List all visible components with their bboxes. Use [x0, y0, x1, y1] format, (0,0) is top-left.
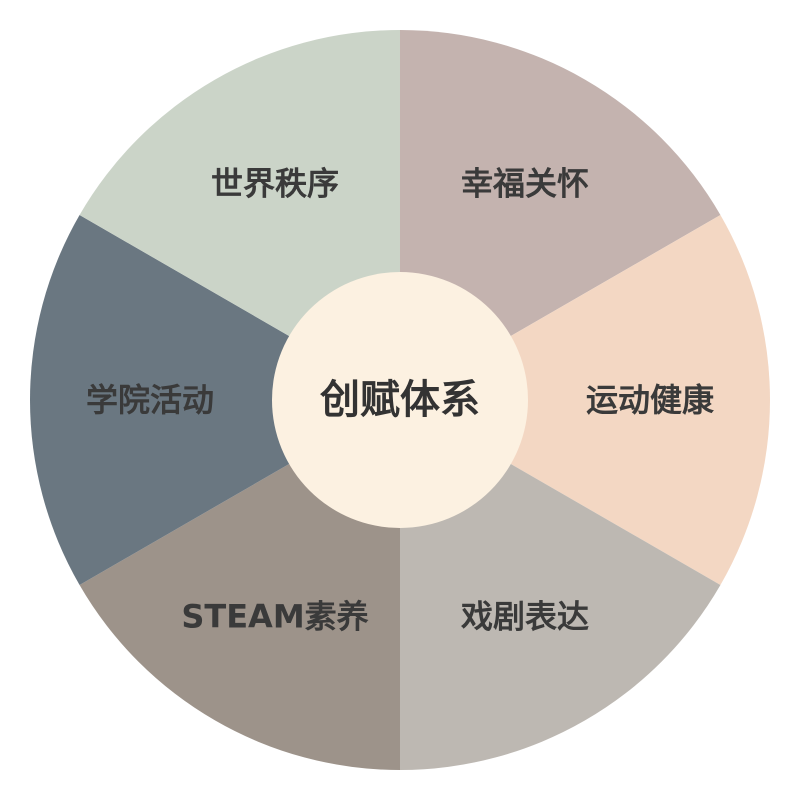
segment-4	[29, 215, 400, 585]
segment-label-2: 戏剧表达	[460, 598, 589, 636]
center-label: 创赋体系	[320, 377, 480, 423]
segment-label-3: STEAM素养	[181, 598, 368, 636]
segment-label-4: 学院活动	[86, 381, 214, 419]
center-circle	[272, 272, 528, 528]
segment-label-0: 幸福关怀	[461, 164, 589, 202]
segment-1	[400, 215, 770, 585]
segment-label-1: 运动健康	[586, 381, 715, 419]
segment-label-5: 世界秩序	[211, 164, 339, 202]
